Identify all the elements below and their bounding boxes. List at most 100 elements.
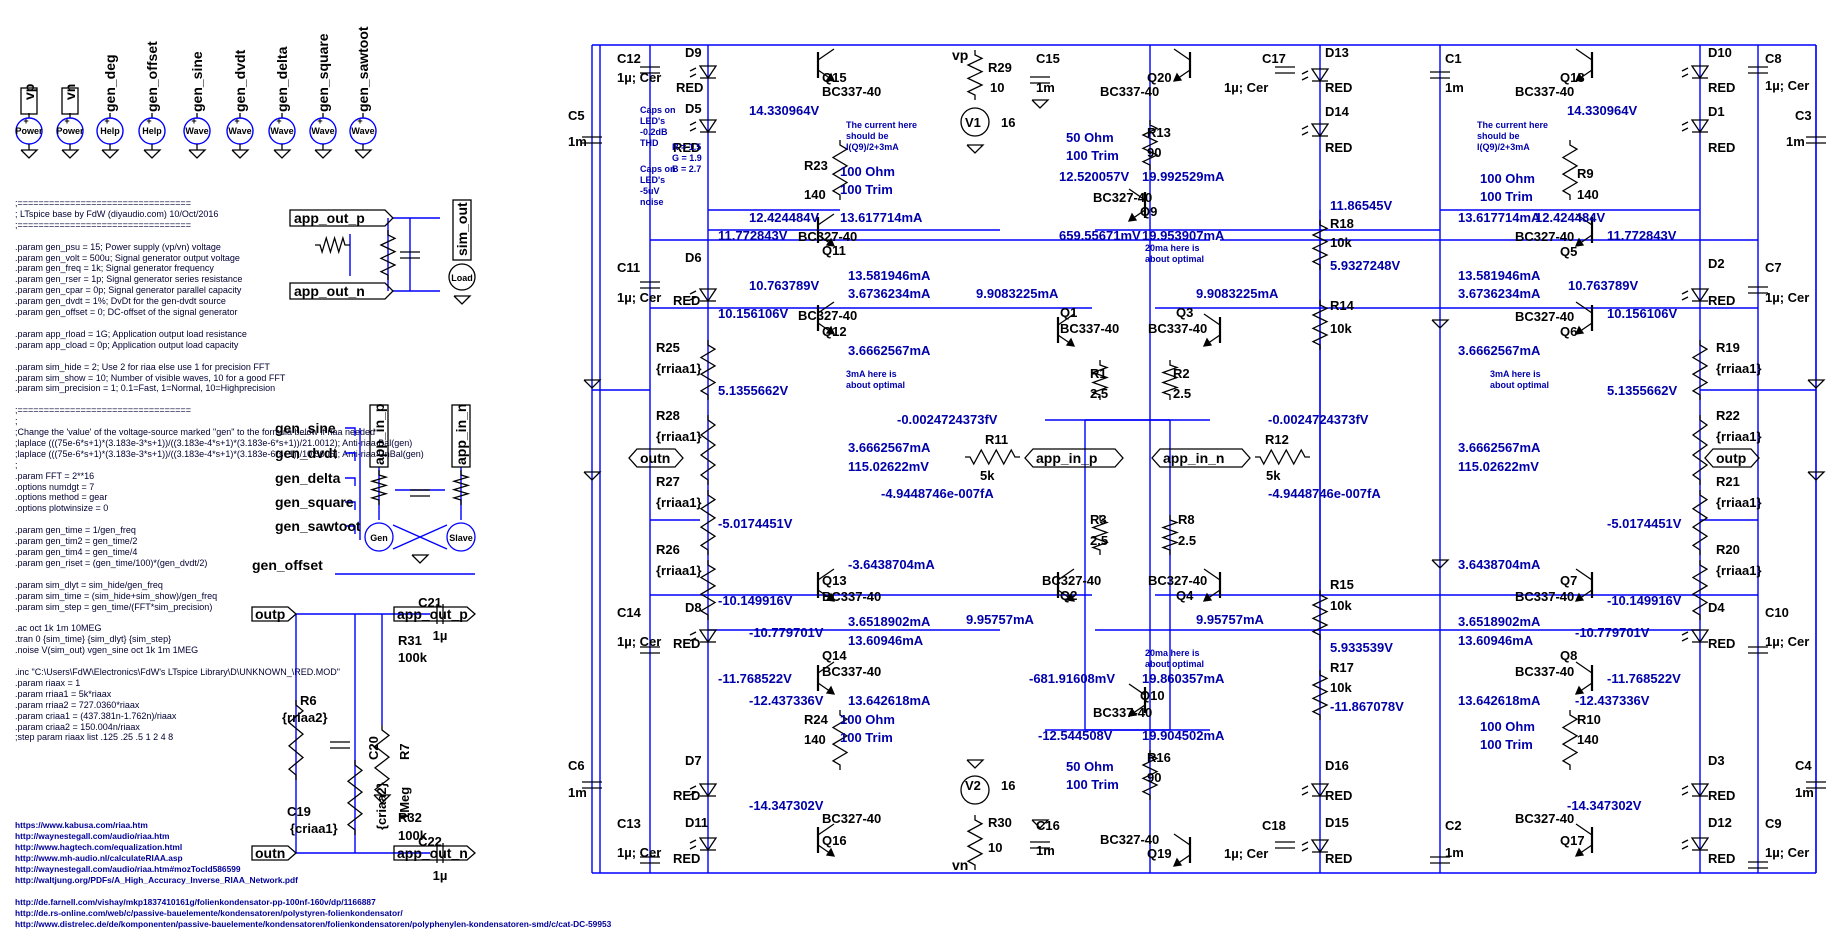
reference-link[interactable]: http://waynestegall.com/audio/riaa.htm	[15, 831, 170, 841]
node-value: 19.860357mA	[1142, 671, 1225, 686]
resistor-symbol	[966, 50, 984, 100]
comp-value-R25: {rriaa1}	[656, 361, 702, 376]
net-flag	[452, 199, 472, 261]
comp-name-C2: C2	[1445, 818, 1462, 833]
comp-value-R30: 10	[988, 840, 1002, 855]
node-value: 9.9083225mA	[976, 286, 1059, 301]
ground-symbol	[20, 149, 39, 159]
led-arrows	[689, 839, 697, 850]
comp-name-R28: R28	[656, 408, 680, 423]
trim-note-line1: 100 Ohm	[840, 712, 895, 727]
comp-value-C16: 1m	[1036, 843, 1055, 858]
reference-link[interactable]: http://waltjung.org/PDFs/A_High_Accuracy…	[15, 875, 298, 885]
node-value: 3.6438704mA	[1458, 557, 1541, 572]
reference-link[interactable]: http://de.farnell.com/vishay/mkp18374101…	[15, 897, 376, 907]
comp-name-C4: C4	[1795, 758, 1812, 773]
comp-value-D14: RED	[1325, 140, 1352, 155]
bjt-collector	[1128, 188, 1146, 201]
comp-value-Q14: BC337-40	[822, 664, 881, 679]
resistor-symbol	[965, 448, 1020, 466]
comp-value-D2: RED	[1708, 293, 1735, 308]
reference-link[interactable]: http://www.mh-audio.nl/calculateRIAA.asp	[15, 853, 183, 863]
comp-name-R19: R19	[1716, 340, 1740, 355]
comp-value-R16: 90	[1147, 770, 1161, 785]
reference-link[interactable]: http://waynestegall.com/audio/riaa.htm#m…	[15, 864, 241, 874]
comp-name-R15: R15	[1330, 577, 1354, 592]
source-label: Wave	[270, 126, 293, 136]
r6-name: R6	[300, 693, 317, 708]
comp-name-Q20: Q20	[1147, 70, 1172, 85]
source-label: Help	[100, 126, 120, 136]
trim-note-line2: 100 Trim	[1480, 189, 1533, 204]
gen-label-gen_delta: gen_delta	[275, 470, 341, 486]
node-value: 13.617714mA	[840, 210, 923, 225]
node-value: -12.437336V	[1575, 693, 1650, 708]
labels: vpPower+vnPower+gen_degHelp+gen_offsetHe…	[15, 26, 1813, 883]
node-value: -12.544508V	[1038, 728, 1113, 743]
comp-name-Q7: Q7	[1560, 573, 1577, 588]
comp-name-Q16: Q16	[822, 833, 847, 848]
trim-note-line1: 50 Ohm	[1066, 759, 1114, 774]
note-text: -0.2dB	[640, 127, 668, 137]
trim-note-line2: 100 Trim	[840, 730, 893, 745]
node-value: 3.6736234mA	[848, 286, 931, 301]
reference-link[interactable]: http://www.distrelec.de/de/komponenten/p…	[15, 919, 612, 929]
bjt-collector	[817, 48, 835, 61]
comp-name-R18: R18	[1330, 216, 1354, 231]
comp-value-C7: 1µ; Cer	[1765, 290, 1809, 305]
bjt-collector	[1203, 568, 1221, 581]
led-arrows	[1301, 125, 1309, 136]
comp-name-D10: D10	[1708, 45, 1732, 60]
node-value: -4.9448746e-007fA	[881, 486, 994, 501]
comp-name-Q9: Q9	[1140, 204, 1157, 219]
ground-symbol	[1031, 99, 1050, 109]
comp-value-R14: 10k	[1330, 321, 1352, 336]
reference-link[interactable]: http://de.rs-online.com/web/c/passive-ba…	[15, 908, 403, 918]
resistor-symbol	[1311, 220, 1329, 270]
comp-value-R18: 10k	[1330, 235, 1352, 250]
comp-name-D6: D6	[685, 250, 702, 265]
ground-symbol	[188, 149, 207, 159]
comp-name-C5: C5	[568, 108, 585, 123]
node-value: -0.0024724373fV	[897, 412, 998, 427]
r6-value: {rriaa2}	[282, 710, 328, 725]
node-value: -14.347302V	[1567, 798, 1642, 813]
led-arrows	[1681, 631, 1689, 642]
bjt-arrow	[1127, 212, 1138, 222]
resistor-symbol	[1141, 120, 1159, 170]
comp-name-D3: D3	[1708, 753, 1725, 768]
comp-value-Q12: BC327-40	[798, 308, 857, 323]
node-value: -11.867078V	[1330, 699, 1404, 714]
bjt-arrow	[1065, 337, 1076, 347]
led-symbol	[1690, 288, 1710, 303]
led-arrows	[1681, 67, 1689, 78]
comp-name-R11: R11	[985, 432, 1008, 447]
led-symbol	[1310, 783, 1330, 798]
resistor-symbol	[699, 560, 717, 620]
node-value: 115.02622mV	[1458, 459, 1539, 474]
comp-name-R26: R26	[656, 542, 680, 557]
comp-name-D12: D12	[1708, 815, 1732, 830]
comp-name-R17: R17	[1330, 660, 1354, 675]
source-plus: +	[234, 116, 239, 126]
comp-value-D13: RED	[1325, 80, 1352, 95]
outn-flag: outn	[640, 450, 670, 466]
resistor-symbol	[1691, 415, 1709, 485]
resistor-symbol	[315, 235, 350, 255]
note-text: about optimal	[846, 380, 905, 390]
comp-name-D5: D5	[685, 101, 702, 116]
bjt-arrow	[825, 72, 836, 82]
comp-value-C10: 1µ; Cer	[1765, 634, 1809, 649]
note-text: Caps on	[640, 164, 676, 174]
symbols	[15, 48, 1826, 870]
led-symbol	[698, 783, 718, 798]
node-value: 12.424484V	[749, 210, 819, 225]
comp-value-R8: 2.5	[1178, 533, 1196, 548]
node-value: 3.6662567mA	[848, 343, 931, 358]
comp-value-R3: 2.5	[1090, 533, 1108, 548]
reference-link[interactable]: https://www.kabusa.com/riaa.htm	[15, 820, 148, 830]
node-value: 13.581946mA	[848, 268, 931, 283]
comp-name-C18: C18	[1262, 818, 1286, 833]
reference-link[interactable]: http://www.hagtech.com/equalization.html	[15, 842, 183, 852]
comp-value-Q11: BC327-40	[798, 229, 857, 244]
